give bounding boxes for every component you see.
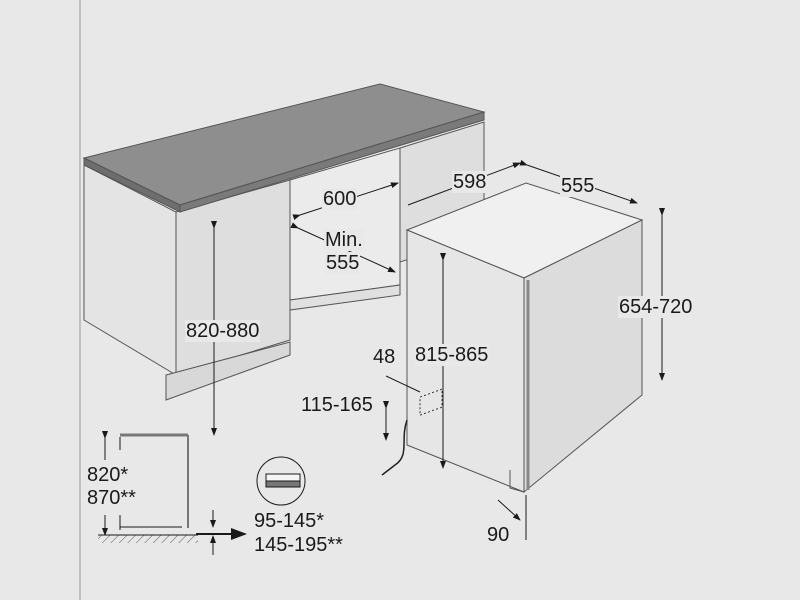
detail-height-2: 870**: [86, 487, 137, 509]
power-cord: [381, 419, 408, 476]
appliance-width-label: 598: [452, 171, 488, 193]
plinth-range-1: 95-145*: [253, 510, 326, 532]
appliance-depth-label: 555: [560, 175, 596, 197]
cabinet-height-label: 820-880: [185, 320, 261, 342]
niche-width-label: 600: [322, 188, 358, 210]
niche-depth-prefix: Min.: [324, 229, 364, 251]
plinth-range-2: 145-195**: [253, 534, 344, 556]
door-height-label: 654-720: [618, 296, 694, 318]
door-swing-label: 90: [486, 524, 511, 546]
detail-height-1: 820*: [86, 464, 130, 486]
appliance-height-label: 815-865: [414, 344, 490, 366]
offset-label: 48: [372, 346, 397, 368]
dishwasher: [381, 182, 644, 494]
niche-depth-label: 555: [325, 252, 361, 274]
kitchen-cabinet: [82, 83, 486, 401]
connection-height-label: 115-165: [300, 394, 374, 416]
